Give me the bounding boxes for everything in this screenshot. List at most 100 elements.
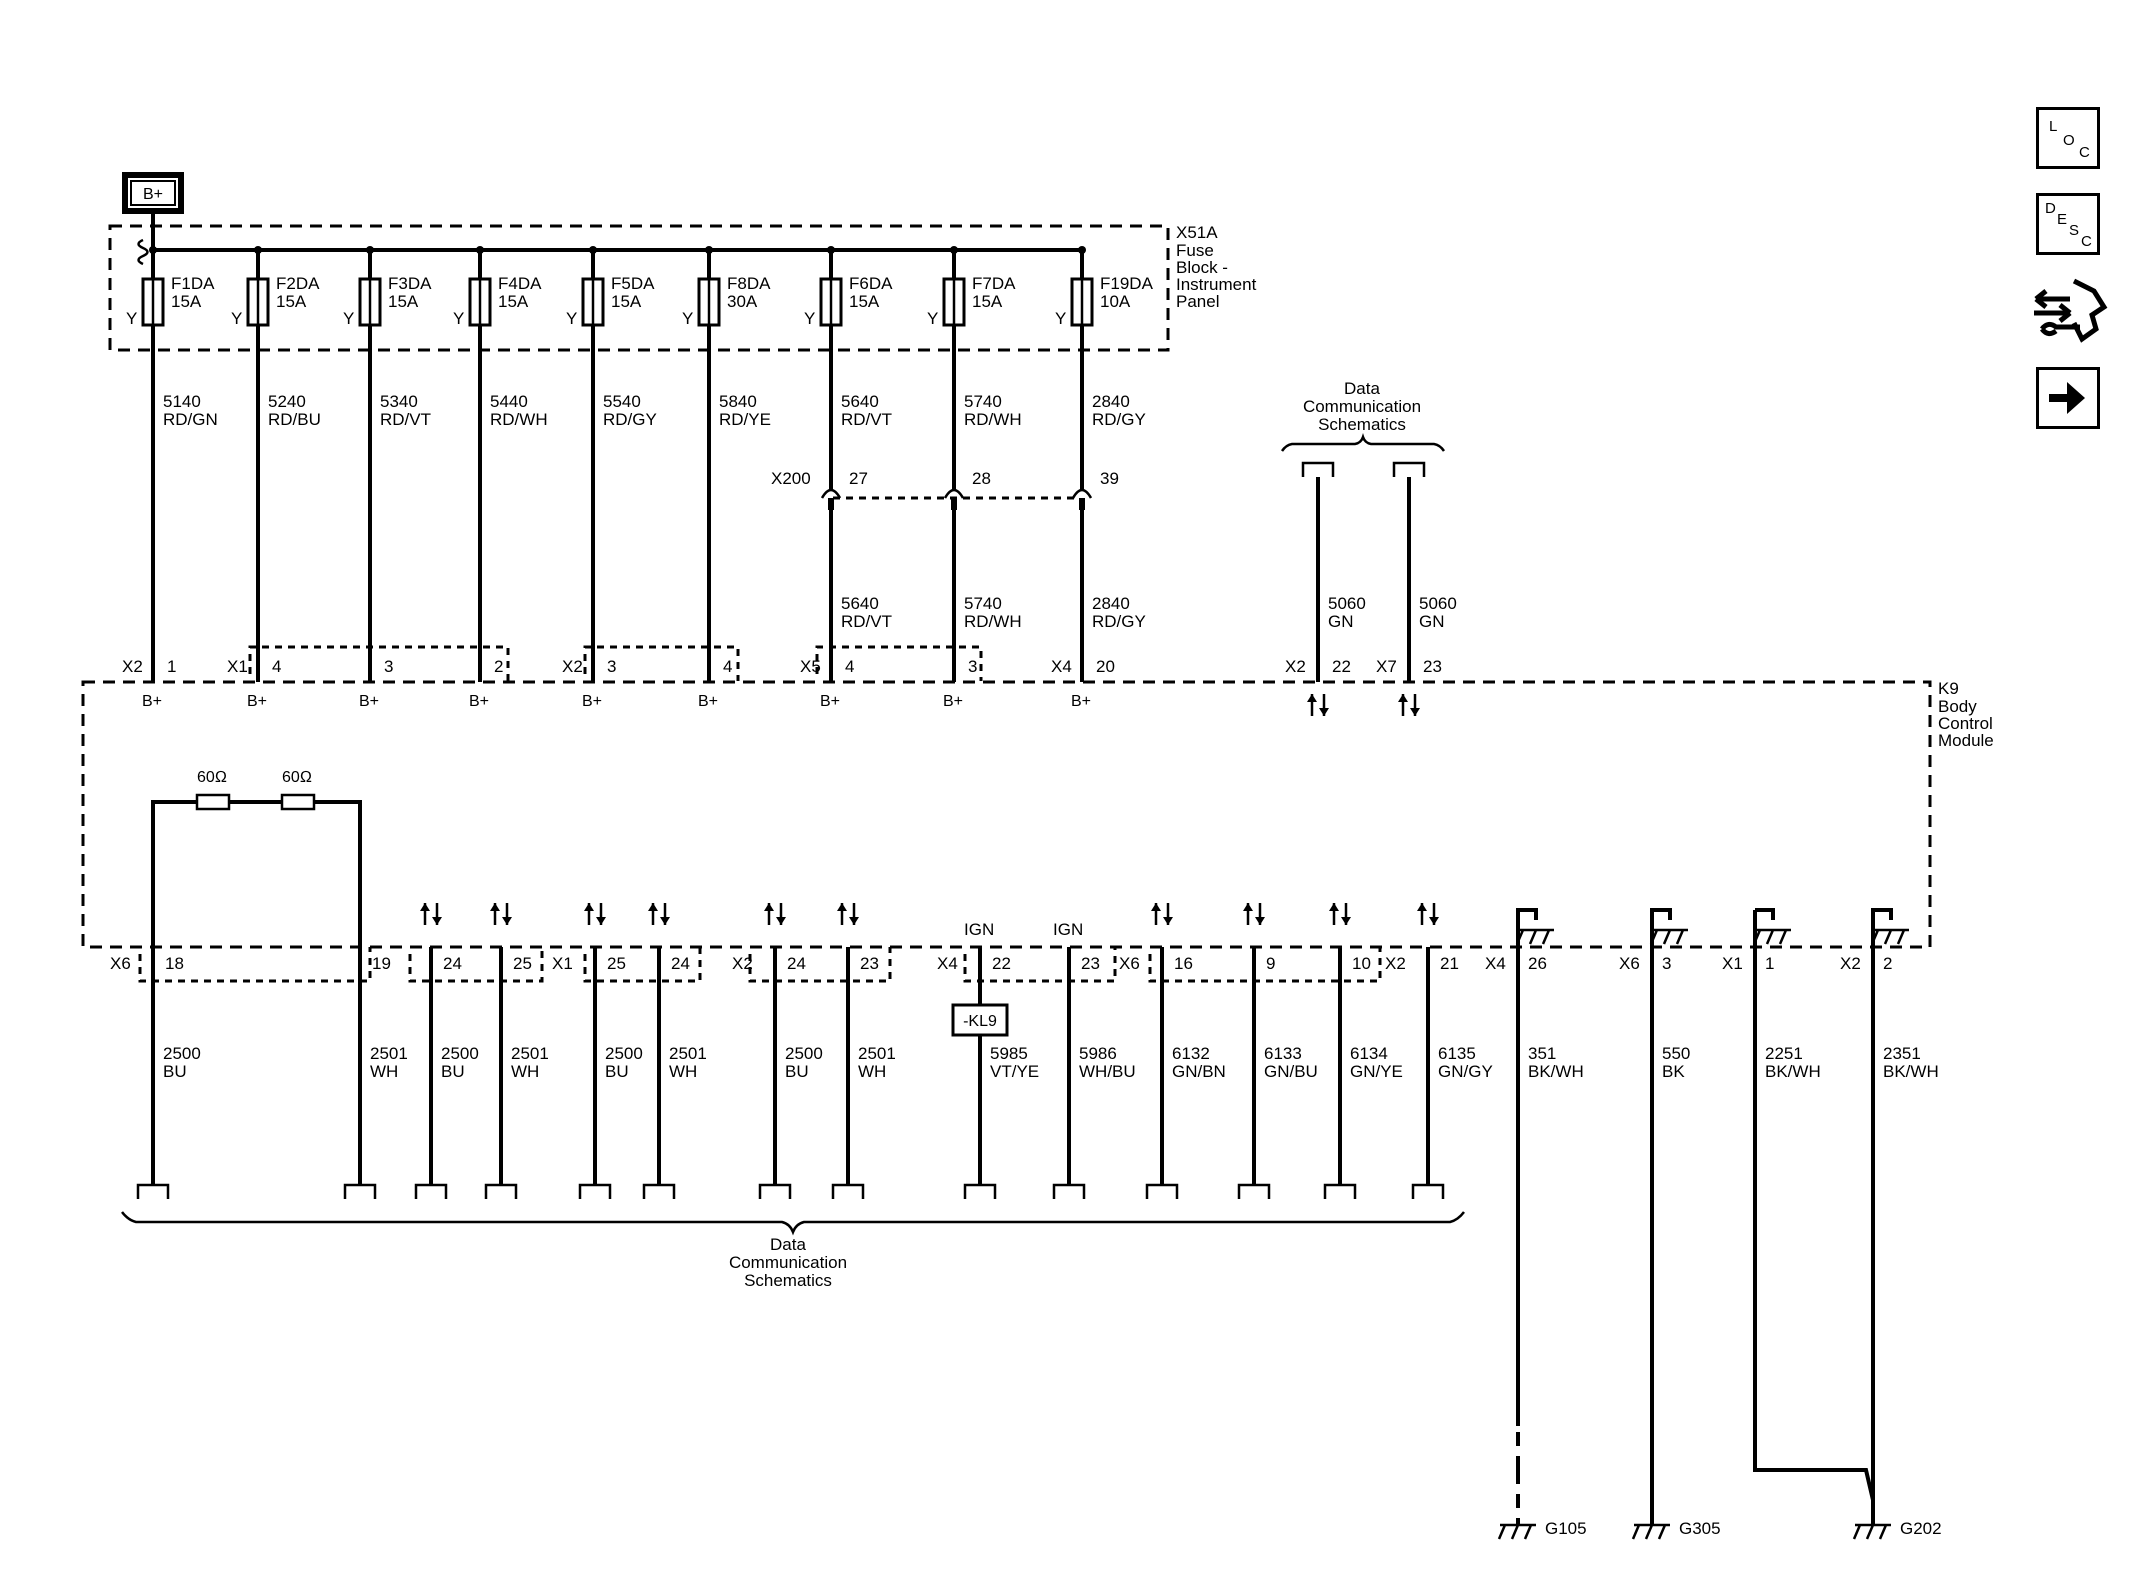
bottom-connector-cap-6	[758, 1183, 792, 1199]
wire-number-lower-F7DA: 5740	[964, 594, 1002, 613]
wire-color-F19DA: RD/GY	[1092, 410, 1146, 429]
bottom-connector-cap-1	[343, 1183, 377, 1199]
ground-symbol-internal-1	[1649, 928, 1688, 945]
resistor-2	[280, 793, 316, 811]
module-pin-F4DA: 2	[494, 657, 503, 676]
fuse-block-box	[108, 224, 1170, 352]
bottom-arrows-7-down-head	[849, 917, 859, 925]
ground-wire-2251	[1753, 908, 1875, 1525]
wire-number-lower-F6DA: 5640	[841, 594, 879, 613]
ground-connector-label-1: X6	[1619, 954, 1640, 973]
bottom-connector-cap-5	[642, 1183, 676, 1199]
bottom-connector-cap-2	[414, 1183, 448, 1199]
bottom-wire-number-11: 6133	[1264, 1044, 1302, 1063]
ground-wire-color-3: BK/WH	[1883, 1062, 1939, 1081]
wire-color-F3DA: RD/VT	[380, 410, 431, 429]
top-data-comm-connector-1	[1392, 461, 1426, 477]
fuse-id-F7DA: F7DA	[972, 274, 1016, 293]
module-id: K9	[1938, 679, 1959, 698]
bottom-signal-label-8: IGN	[964, 920, 994, 939]
module-pin-F1DA: 1	[167, 657, 176, 676]
ground-label-G105: G105	[1545, 1519, 1587, 1538]
loc-button[interactable]: L O C	[2036, 107, 2100, 169]
module-connector-F19DA: X4	[1051, 657, 1072, 676]
bottom-wire-color-3: WH	[511, 1062, 539, 1081]
ground-symbol-internal-0	[1515, 928, 1554, 945]
bottom-arrows-13-down-head	[1429, 917, 1439, 925]
bottom-arrows-3-down-head	[502, 917, 512, 925]
fuse-rating-F6DA: 15A	[849, 292, 880, 311]
fuse-rating-F2DA: 15A	[276, 292, 307, 311]
bottom-pin-0: 18	[165, 954, 184, 973]
inline-connector-pin-39	[1071, 488, 1093, 499]
fuse-id-F4DA: F4DA	[498, 274, 542, 293]
wire-number-F4DA: 5440	[490, 392, 528, 411]
ground-symbol-internal-2	[1752, 928, 1791, 945]
bottom-connector-label-8: X4	[937, 954, 958, 973]
bottom-wire-color-12: GN/YE	[1350, 1062, 1403, 1081]
fuse-rating-F1DA: 15A	[171, 292, 202, 311]
wire-number-lower-F19DA: 2840	[1092, 594, 1130, 613]
resistor-1	[195, 793, 231, 811]
fuse-block-id: X51A	[1176, 223, 1218, 242]
wire-color-F6DA: RD/VT	[841, 410, 892, 429]
module-input-label-F5DA: B+	[582, 693, 602, 710]
fuse-block-name-line-3: Panel	[1176, 292, 1219, 311]
fuse-id-F6DA: F6DA	[849, 274, 893, 293]
ground-pin-1: 3	[1662, 954, 1671, 973]
ground-label-G202: G202	[1900, 1519, 1942, 1538]
wire-number-F1DA: 5140	[163, 392, 201, 411]
bottom-pin-7: 23	[860, 954, 879, 973]
fuse-id-F2DA: F2DA	[276, 274, 320, 293]
bottom-wire-color-8: VT/YE	[990, 1062, 1039, 1081]
component-connector-icon[interactable]	[2030, 275, 2110, 345]
wire-color-lower-F19DA: RD/GY	[1092, 612, 1146, 631]
termination-network	[151, 800, 362, 1185]
bottom-wire-color-2: BU	[441, 1062, 465, 1081]
module-pin-F2DA: 4	[272, 657, 281, 676]
wire-number-F8DA: 5840	[719, 392, 757, 411]
ground-pin-3: 2	[1883, 954, 1892, 973]
top-data-comm-label-1: Communication	[1303, 397, 1421, 416]
wire-color-lower-F7DA: RD/WH	[964, 612, 1022, 631]
ground-wire-number-3: 2351	[1883, 1044, 1921, 1063]
next-arrow-button[interactable]	[2036, 367, 2100, 429]
loc-letter-2: O	[2063, 132, 2075, 149]
bottom-wire-number-6: 2500	[785, 1044, 823, 1063]
bottom-pin-3: 25	[513, 954, 532, 973]
fuse-id-F19DA: F19DA	[1100, 274, 1154, 293]
fuse-id-F3DA: F3DA	[388, 274, 432, 293]
wire-number-F7DA: 5740	[964, 392, 1002, 411]
bottom-pin-4: 25	[607, 954, 626, 973]
fuse-rating-F3DA: 15A	[388, 292, 419, 311]
bottom-arrows-2-up-head	[420, 903, 430, 911]
bottom-arrows-5-up-head	[648, 903, 658, 911]
ground-wire-number-0: 351	[1528, 1044, 1556, 1063]
fuse-id-F5DA: F5DA	[611, 274, 655, 293]
bottom-wire-number-5: 2501	[669, 1044, 707, 1063]
fuse-input-label-F4DA: Y	[453, 309, 464, 328]
fuse-id-F8DA: F8DA	[727, 274, 771, 293]
bottom-connector-cap-3	[484, 1183, 518, 1199]
desc-letter-1: D	[2045, 200, 2056, 217]
module-pin-F3DA: 3	[384, 657, 393, 676]
bottom-wire-number-7: 2501	[858, 1044, 896, 1063]
bottom-pin-5: 24	[671, 954, 690, 973]
bottom-pin-11: 9	[1266, 954, 1275, 973]
bottom-wire-number-12: 6134	[1350, 1044, 1388, 1063]
module-connector-F2DA: X1	[227, 657, 248, 676]
top-data-comm-connector-label-0: X2	[1285, 657, 1306, 676]
fuse-block-name-line-1: Block -	[1176, 258, 1228, 277]
desc-button[interactable]: D E S C	[2036, 193, 2100, 255]
ground-wire-number-1: 550	[1662, 1044, 1690, 1063]
loc-letter-1: L	[2049, 118, 2058, 135]
top-data-comm-arrows-1-down-head	[1410, 708, 1420, 716]
bottom-wire-number-9: 5986	[1079, 1044, 1117, 1063]
next-arrow-icon	[2049, 382, 2085, 414]
fuse-input-label-F7DA: Y	[927, 309, 938, 328]
bottom-wire-number-3: 2501	[511, 1044, 549, 1063]
fuse-input-label-F19DA: Y	[1055, 309, 1066, 328]
ground-symbol-G105	[1497, 1523, 1536, 1540]
top-data-comm-wire-color-1: GN	[1419, 612, 1445, 631]
